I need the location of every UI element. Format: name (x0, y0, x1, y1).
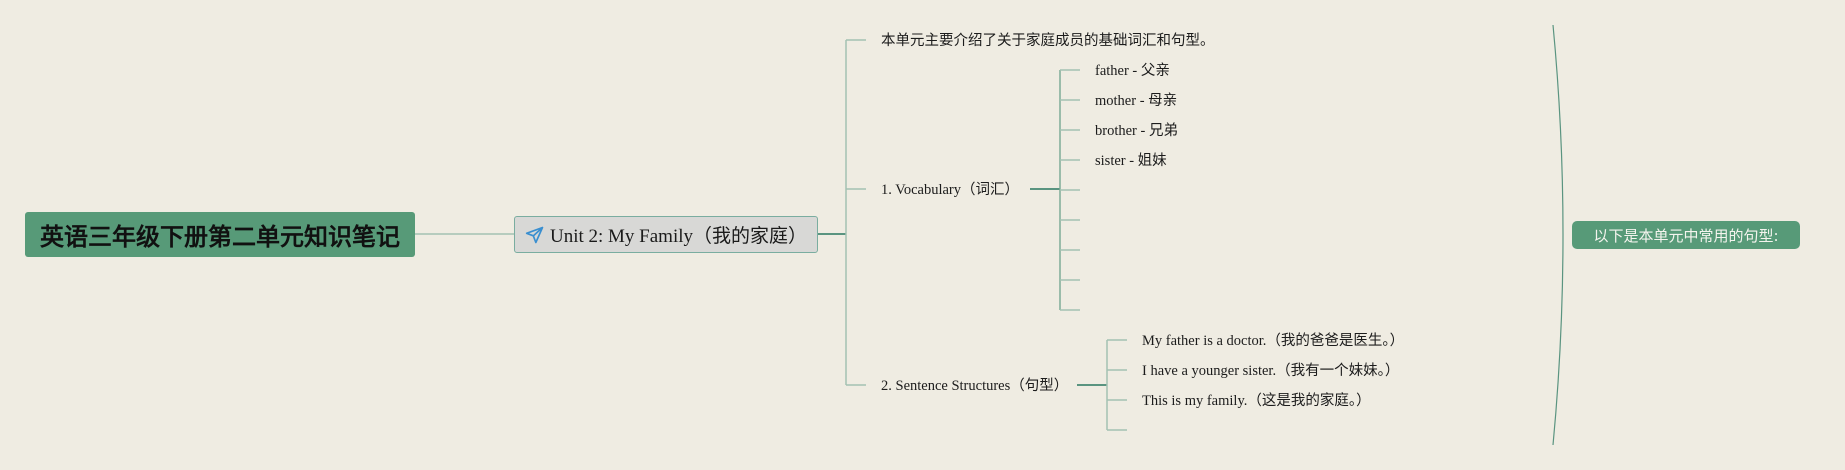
sentence-item-label: I have a younger sister.（我有一个妹妹。） (1142, 363, 1400, 379)
sentences-node-label: 2. Sentence Structures（句型） (881, 378, 1069, 394)
vocab-item[interactable]: brother - 兄弟 (1095, 122, 1178, 140)
paper-plane-icon (525, 226, 544, 243)
vocab-item-label: sister - 姐妹 (1095, 153, 1167, 169)
unit-node[interactable]: Unit 2: My Family（我的家庭） (514, 216, 818, 253)
intro-node[interactable]: 本单元主要介绍了关于家庭成员的基础词汇和句型。 (881, 32, 1215, 50)
sentence-item[interactable]: This is my family.（这是我的家庭。） (1142, 392, 1371, 410)
sentences-node[interactable]: 2. Sentence Structures（句型） (881, 377, 1068, 395)
vocab-item-label: father - 父亲 (1095, 63, 1170, 79)
sentence-item[interactable]: My father is a doctor.（我的爸爸是医生。） (1142, 332, 1404, 350)
vocabulary-node[interactable]: 1. Vocabulary（词汇） (881, 181, 1019, 199)
vocab-item-label: brother - 兄弟 (1095, 123, 1178, 139)
side-note-label: 以下是本单元中常用的句型: (1593, 226, 1779, 245)
intro-node-label: 本单元主要介绍了关于家庭成员的基础词汇和句型。 (881, 33, 1215, 49)
side-bracket-curve (1552, 24, 1564, 446)
unit-node-label: Unit 2: My Family（我的家庭） (549, 226, 808, 247)
root-node[interactable]: 英语三年级下册第二单元知识笔记 (25, 212, 415, 257)
vocab-item-label: mother - 母亲 (1095, 93, 1178, 109)
sentence-item-label: This is my family.（这是我的家庭。） (1142, 393, 1371, 409)
vocab-item[interactable]: father - 父亲 (1095, 62, 1170, 80)
vocab-item[interactable]: mother - 母亲 (1095, 92, 1177, 110)
root-node-label: 英语三年级下册第二单元知识笔记 (40, 223, 400, 251)
sentence-item[interactable]: I have a younger sister.（我有一个妹妹。） (1142, 362, 1399, 380)
side-note-node[interactable]: 以下是本单元中常用的句型: (1572, 221, 1800, 249)
vocabulary-node-label: 1. Vocabulary（词汇） (881, 182, 1020, 198)
sentence-item-label: My father is a doctor.（我的爸爸是医生。） (1142, 333, 1405, 349)
vocab-item[interactable]: sister - 姐妹 (1095, 152, 1167, 170)
